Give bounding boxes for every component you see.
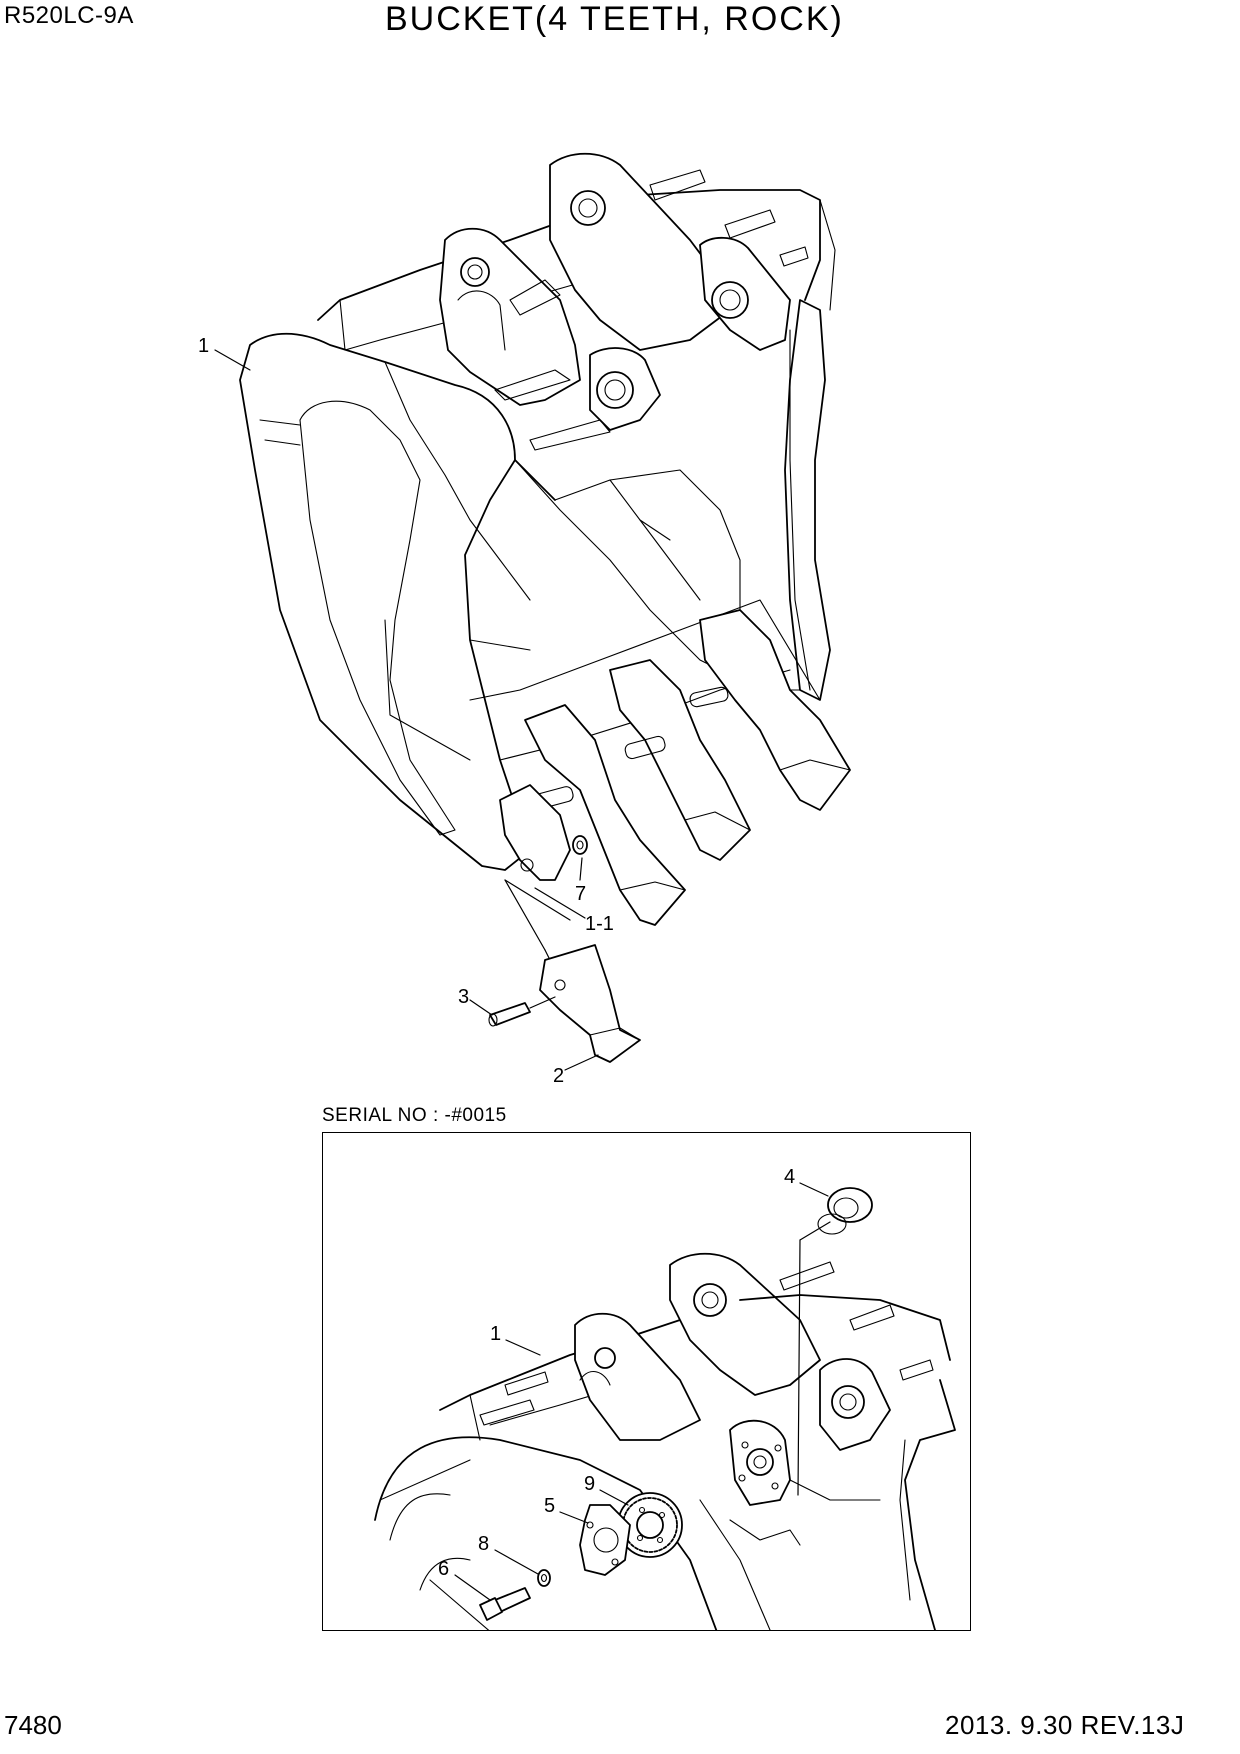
- detail-callout-leaders: [454, 1182, 829, 1601]
- serial-range-label: SERIAL NO : -#0015: [322, 1105, 507, 1126]
- detail-callout-6: 6: [438, 1558, 449, 1580]
- callout-3: 3: [458, 986, 469, 1008]
- callout-1-1: 1-1: [585, 913, 614, 935]
- main-callout-leaders: [214, 349, 599, 1071]
- model-number: R520LC-9A: [4, 2, 134, 29]
- detail-callout-4: 4: [784, 1166, 795, 1188]
- detail-view-frame: [322, 1132, 971, 1631]
- detail-callout-1: 1: [490, 1323, 501, 1345]
- page-number: 7480: [4, 1710, 62, 1740]
- bucket-main-illustration: [239, 152, 851, 1063]
- detail-callout-8: 8: [478, 1533, 489, 1555]
- detail-callout-5: 5: [544, 1495, 555, 1517]
- bucket-detail-illustration: [374, 1187, 956, 1630]
- callout-2: 2: [553, 1065, 564, 1087]
- revision-date: 2013. 9.30 REV.13J: [945, 1710, 1185, 1740]
- callout-7: 7: [575, 883, 586, 905]
- page-title: BUCKET(4 TEETH, ROCK): [385, 0, 844, 38]
- detail-callout-9: 9: [584, 1473, 595, 1495]
- callout-1: 1: [198, 335, 209, 357]
